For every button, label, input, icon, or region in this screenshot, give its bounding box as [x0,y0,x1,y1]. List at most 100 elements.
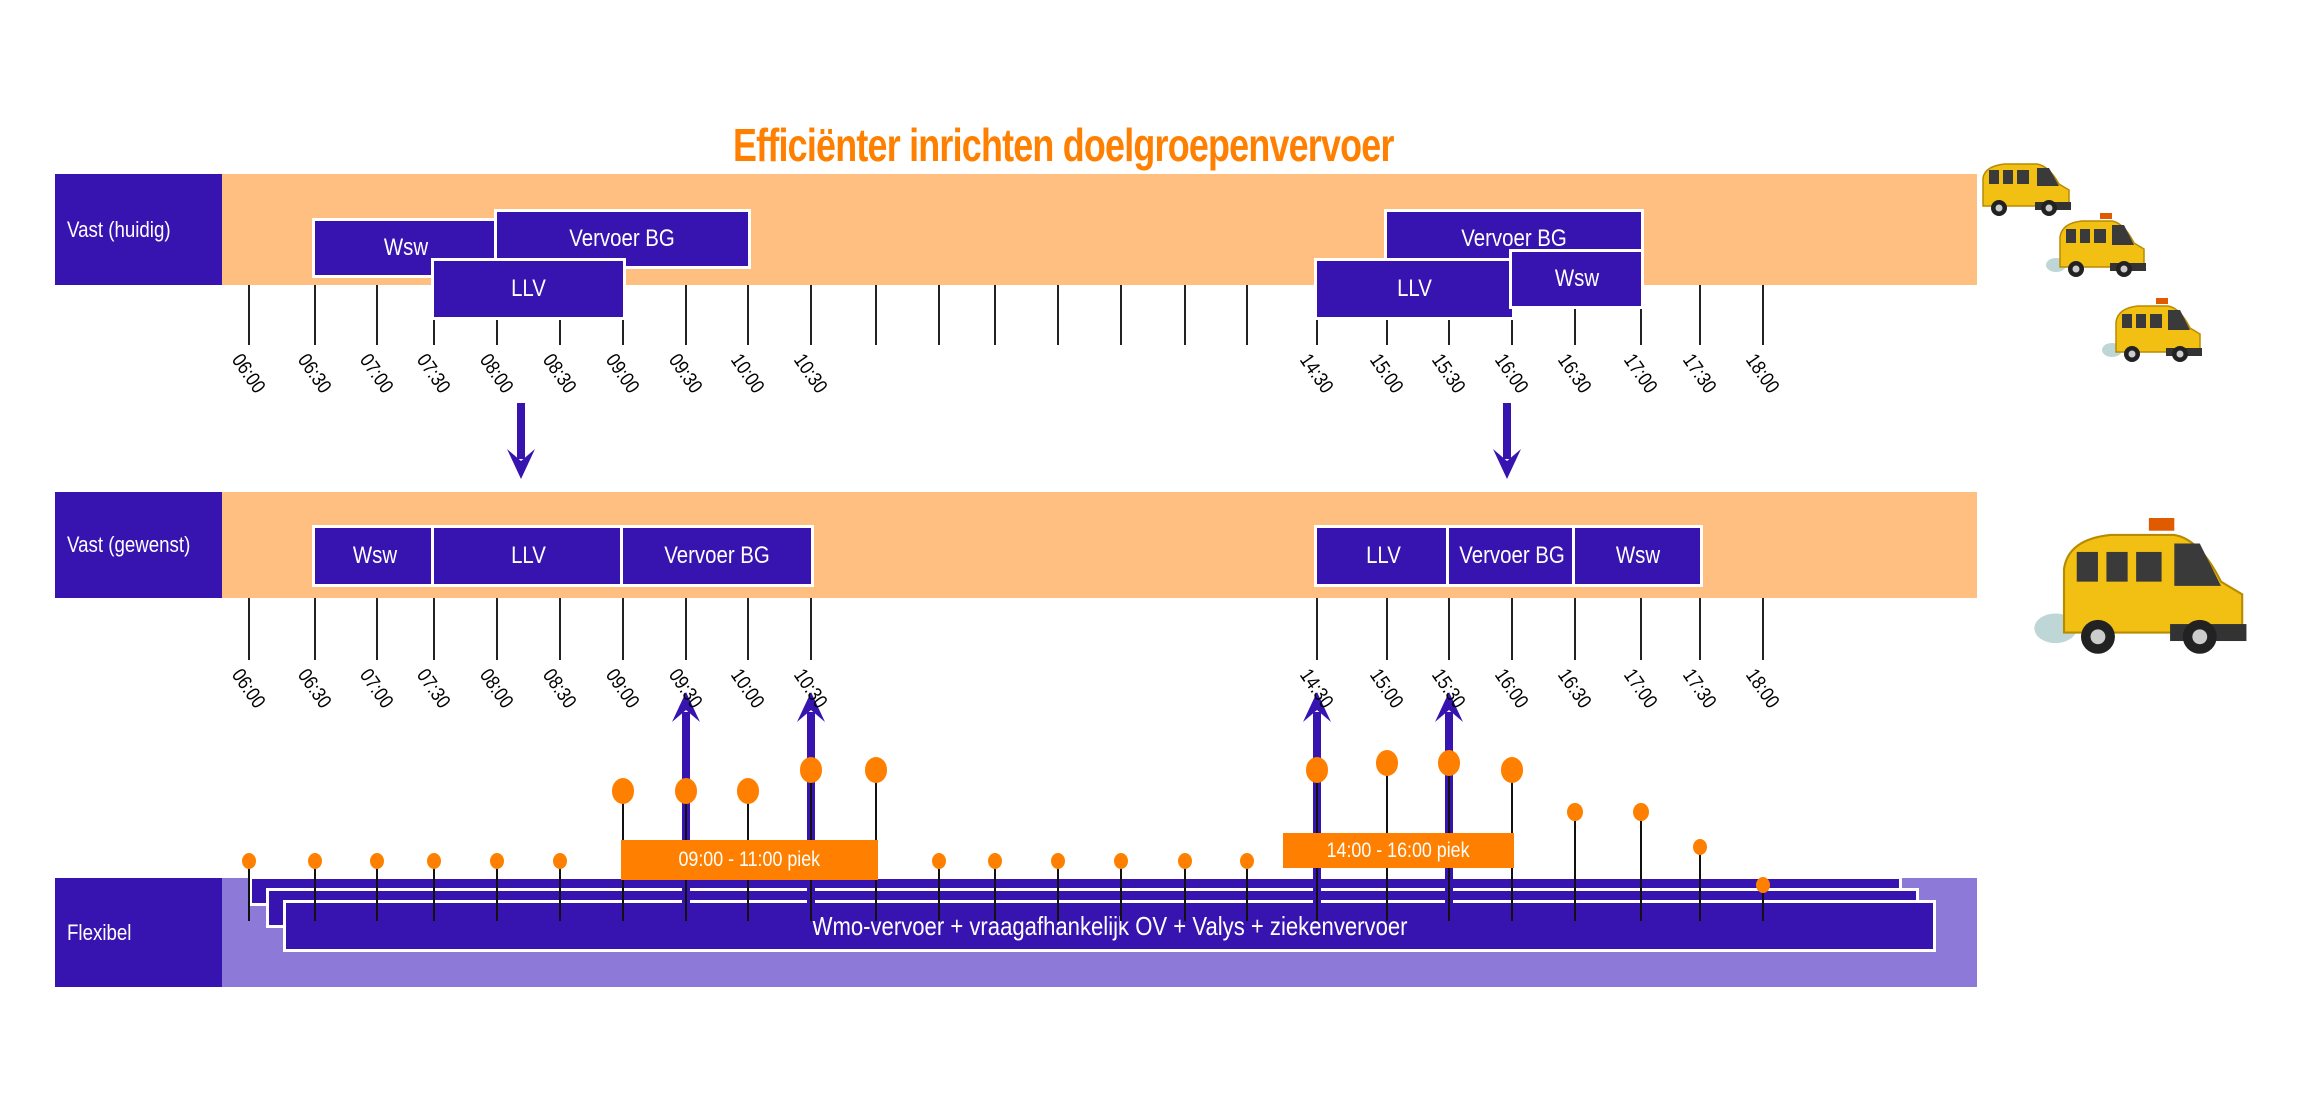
demand-dot [800,757,822,783]
tick-mark [875,285,877,345]
block-label: Wsw [383,234,429,261]
demand-stem [314,861,316,921]
demand-dot [988,852,1002,870]
tick-mark [1511,598,1513,660]
tick-mark [376,285,378,345]
demand-stem [994,861,996,921]
tick-mark [314,285,316,345]
arrow-down-icon [1493,403,1521,479]
demand-dot [865,757,887,783]
demand-dot [1693,838,1707,856]
demand-stem [376,861,378,921]
block-label: Wsw [1615,542,1660,569]
demand-stem [433,861,435,921]
tick-mark [747,285,749,345]
demand-dot [932,852,946,870]
block-label: LLV [511,542,546,569]
tick-mark [1057,285,1059,345]
tick-mark [433,598,435,660]
tick-mark [1640,285,1642,345]
demand-stem [938,861,940,921]
tick-mark [938,285,940,345]
row-label-flexible-text: Flexibel [67,919,132,945]
tick-mark [685,285,687,345]
tick-mark [810,598,812,660]
tick-mark [1574,598,1576,660]
demand-dot [553,852,567,870]
demand-stem [1120,861,1122,921]
demand-stem [248,861,250,921]
tick-mark [810,285,812,345]
tick-mark [1762,598,1764,660]
tick-mark [376,598,378,660]
peak-label-text: 14:00 - 16:00 piek [1327,838,1470,862]
peak-label-text: 09:00 - 11:00 piek [678,848,821,871]
row-label-desired: Vast (gewenst) [55,492,222,598]
demand-stem [1057,861,1059,921]
tick-mark [1448,598,1450,660]
demand-dot [612,778,634,804]
tick-mark [314,598,316,660]
demand-stem [1640,812,1642,921]
demand-dot [370,852,384,870]
peak-label: 09:00 - 11:00 piek [621,840,878,880]
tick-mark [1184,285,1186,345]
tick-mark [559,598,561,660]
demand-dot [1306,757,1328,783]
block-label: LLV [1397,275,1432,302]
demand-stem [1184,861,1186,921]
tick-mark [248,285,250,345]
demand-dot [427,852,441,870]
block-label: Wsw [1554,265,1599,292]
block-label: Vervoer BG [1459,542,1565,569]
block-vervoer-bg: Vervoer BG [620,525,814,587]
demand-stem [1574,812,1576,921]
page-title: Efficiënter inrichten doelgroepenvervoer [733,119,1394,171]
tick-mark [1640,598,1642,660]
block-label: Vervoer BG [1461,225,1567,252]
demand-dot [1438,750,1460,776]
tick-mark [248,598,250,660]
row-label-desired-text: Vast (gewenst) [67,532,191,557]
tick-mark [1574,285,1576,345]
demand-dot [1376,750,1398,776]
peak-label: 14:00 - 16:00 piek [1283,833,1514,868]
tick-mark [1699,285,1701,345]
demand-dot [308,852,322,870]
row-label-current-text: Vast (huidig) [67,216,171,242]
flex-bar-front: Wmo-vervoer + vraagafhankelijk OV + Valy… [283,900,1936,952]
block-llv: LLV [1314,525,1452,587]
taxi-van-icon [2046,213,2146,277]
tick-mark [1386,598,1388,660]
arrow-down-icon [507,403,535,479]
tick-mark [1699,598,1701,660]
tick-mark [496,598,498,660]
demand-dot [675,778,697,804]
block-label: LLV [511,275,546,302]
tick-mark [622,598,624,660]
demand-dot [1178,852,1192,870]
tick-mark [1316,598,1318,660]
block-llv: LLV [431,525,626,587]
tick-mark [685,598,687,660]
demand-dot [1567,802,1583,822]
tick-mark [1762,285,1764,345]
demand-dot [242,852,256,870]
tick-mark [1246,285,1248,345]
taxi-van-large-icon [2034,518,2247,654]
block-llv: LLV [1314,258,1515,320]
block-label: LLV [1365,542,1401,569]
block-vervoer-bg: Vervoer BG [1446,525,1578,587]
demand-dot [1633,802,1649,822]
tick-mark [1120,285,1122,345]
demand-stem [496,861,498,921]
block-wsw: Wsw [1509,249,1644,309]
row-label-current: Vast (huidig) [55,174,222,285]
demand-stem [1246,861,1248,921]
block-label: Vervoer BG [664,542,770,569]
block-wsw: Wsw [1572,525,1703,587]
demand-stem [559,861,561,921]
demand-dot [1114,852,1128,870]
demand-dot [1756,876,1770,894]
flex-bar-label: Wmo-vervoer + vraagafhankelijk OV + Valy… [811,910,1408,941]
